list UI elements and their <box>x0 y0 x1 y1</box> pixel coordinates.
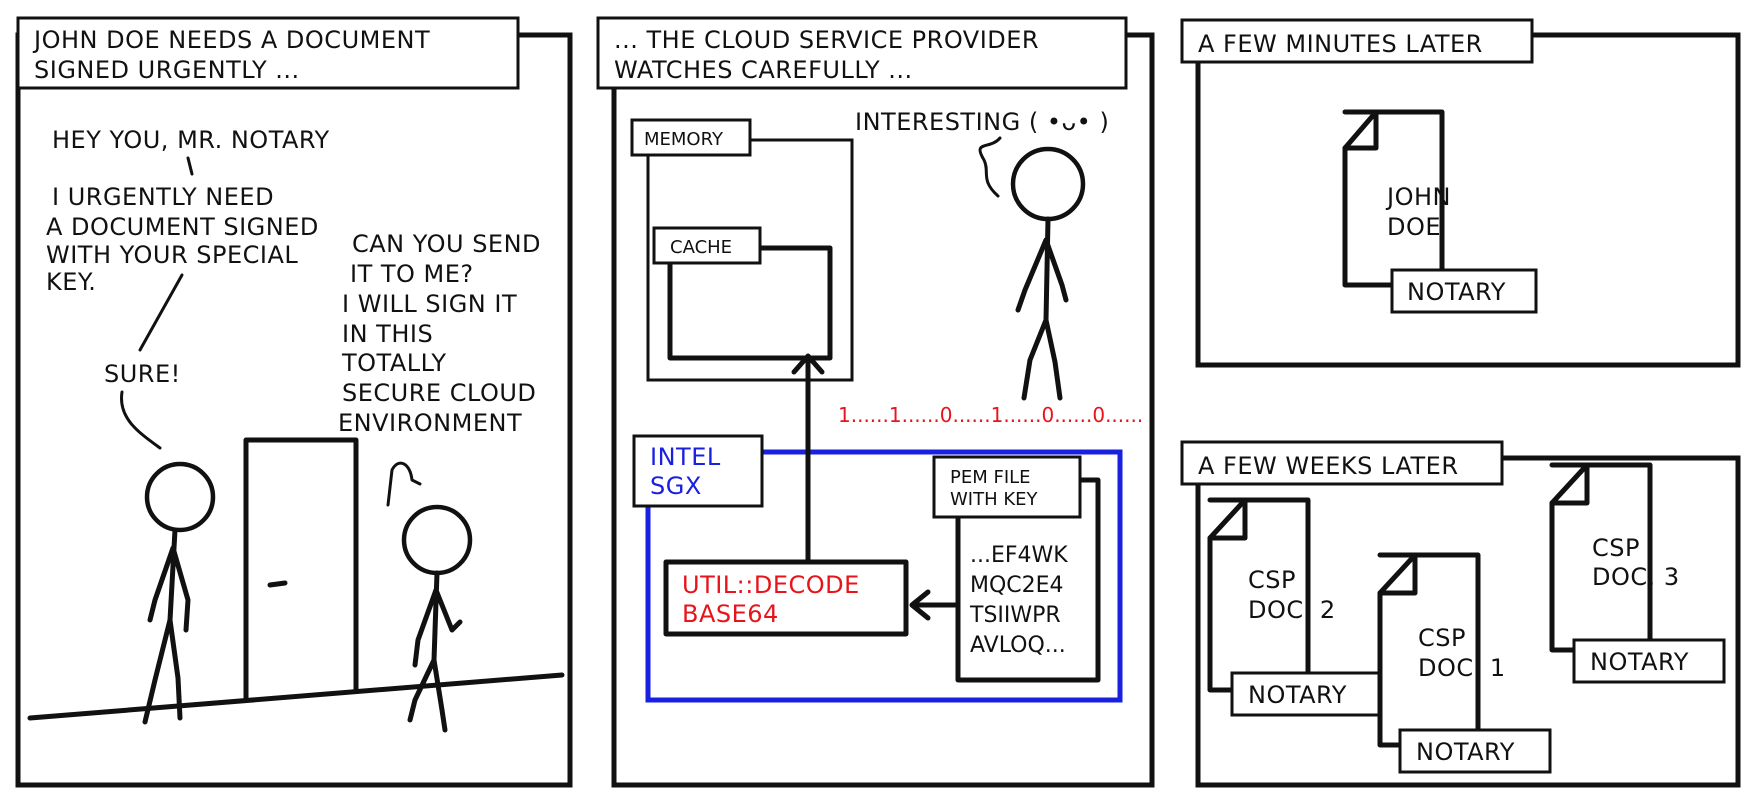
panel-3-caption-box <box>1180 18 1534 64</box>
document-text-line-2: DOC. 2 <box>1248 596 1336 624</box>
csp-head <box>1010 146 1086 222</box>
sgx-label-box <box>632 434 764 508</box>
panel-1-frame <box>15 32 573 788</box>
speech-c-line-4: IN THIS <box>342 320 433 348</box>
notary-stamp-text: NOTARY <box>1416 738 1515 766</box>
panel-1-caption-box <box>16 16 520 90</box>
notary-stamp-text: NOTARY <box>1407 278 1506 306</box>
pem-label-box <box>932 455 1082 519</box>
panel-1-caption-line-2: SIGNED URGENTLY ... <box>34 56 300 84</box>
panel-4-caption-box <box>1180 440 1504 486</box>
document-fold <box>1377 552 1418 596</box>
panel-2: ... THE CLOUD SERVICE PROVIDER WATCHES C… <box>596 16 1155 788</box>
memory-label-box <box>630 118 752 157</box>
cache-label: CACHE <box>670 237 732 258</box>
thought-text: INTERESTING ( •ᴗ• ) <box>855 108 1109 136</box>
panel-2-caption-box <box>596 16 1128 90</box>
panel-4: A FEW WEEKS LATER CSP DOC. 2 NOTARY CSP … <box>1180 440 1741 788</box>
pem-content-line-2: MQC2E4 <box>970 573 1064 598</box>
door <box>243 437 359 703</box>
speech-tail-c <box>386 461 422 507</box>
john-doe-head <box>144 461 216 533</box>
cache-box <box>667 245 833 361</box>
document-text-line-2: DOC. 3 <box>1592 563 1680 591</box>
panel-3: A FEW MINUTES LATER JOHN DOE NOTARY <box>1180 18 1741 368</box>
pem-content-line-4: AVLOQ... <box>970 633 1066 658</box>
panel-2-caption-line-1: ... THE CLOUD SERVICE PROVIDER <box>614 26 1039 54</box>
notary-stamp <box>1390 268 1538 314</box>
speech-c-line-6: SECURE CLOUD <box>342 379 536 407</box>
speech-a-line-1: HEY YOU, MR. NOTARY <box>52 126 330 154</box>
document-text-line-1: CSP <box>1248 566 1296 594</box>
document-text-line-1: JOHN <box>1385 183 1451 211</box>
panel-1-caption-line-1: JOHN DOE NEEDS A DOCUMENT <box>32 26 430 54</box>
notary-stamp <box>1230 671 1384 717</box>
pem-label-line-2: WITH KEY <box>950 489 1039 510</box>
arrow-left-to-decode <box>909 589 958 621</box>
pem-content-line-1: ...EF4WK <box>970 543 1068 568</box>
speech-tail-b <box>120 390 162 450</box>
speech-a-line-2: I URGENTLY NEED <box>52 183 274 211</box>
speech-c-line-7: ENVIRONMENT <box>338 409 522 437</box>
speech-connector <box>186 156 194 176</box>
notary-stamp <box>1398 728 1552 774</box>
notary-head <box>401 504 473 576</box>
document-fold <box>1207 497 1248 541</box>
document-csp-3: CSP DOC. 3 NOTARY <box>1549 462 1726 684</box>
sgx-label-line-2: SGX <box>650 472 702 500</box>
speech-b-text: SURE! <box>104 360 181 388</box>
notary-body <box>407 570 463 733</box>
panel-1: JOHN DOE NEEDS A DOCUMENT SIGNED URGENTL… <box>15 16 573 788</box>
floor-line <box>27 672 565 721</box>
notary-stamp <box>1572 638 1726 684</box>
document-csp-2: CSP DOC. 2 NOTARY <box>1207 497 1384 717</box>
panel-2-caption-line-2: WATCHES CAREFULLY ... <box>614 56 913 84</box>
decode-box <box>663 559 909 637</box>
speech-a-line-3: A DOCUMENT SIGNED <box>46 213 319 241</box>
speech-c-line-1: CAN YOU SEND <box>352 230 541 258</box>
notary-stamp-text: NOTARY <box>1248 681 1347 709</box>
document-csp-1: CSP DOC. 1 NOTARY <box>1377 552 1552 774</box>
speech-c-line-5: TOTALLY <box>341 349 446 377</box>
document-text-line-2: DOE <box>1387 213 1441 241</box>
memory-label: MEMORY <box>644 129 724 150</box>
document-fold <box>1549 462 1590 506</box>
arrow-up-to-cache <box>791 353 825 565</box>
panel-3-caption: A FEW MINUTES LATER <box>1198 30 1483 58</box>
pem-label-line-1: PEM FILE <box>950 467 1031 488</box>
door-handle <box>267 580 288 588</box>
sgx-label-line-1: INTEL <box>650 443 721 471</box>
speech-a-line-5: KEY. <box>46 268 96 296</box>
speech-c-line-3: I WILL SIGN IT <box>342 290 517 318</box>
decode-label-line-2: BASE64 <box>682 600 779 628</box>
speech-tail-a <box>138 273 184 352</box>
document-text-line-1: CSP <box>1592 534 1640 562</box>
speech-c-line-2: IT TO ME? <box>350 260 474 288</box>
notary-stamp-text: NOTARY <box>1590 648 1689 676</box>
document-text-line-2: DOC. 1 <box>1418 654 1506 682</box>
speech-a-line-4: WITH YOUR SPECIAL <box>46 241 298 269</box>
cache-label-box <box>652 226 762 265</box>
decode-label-line-1: UTIL::DECODE <box>682 571 860 599</box>
document-text-line-1: CSP <box>1418 624 1466 652</box>
john-doe-body <box>142 527 191 725</box>
panel-3-frame <box>1195 32 1741 368</box>
document-fold <box>1342 109 1379 151</box>
sgx-enclave <box>645 449 1123 703</box>
thought-tail <box>978 136 1002 198</box>
leaked-bits: 1......1......0......1......0......0....… <box>838 403 1143 427</box>
csp-body <box>1015 216 1069 401</box>
document-sheet <box>1207 497 1311 693</box>
panel-4-caption: A FEW WEEKS LATER <box>1198 452 1459 480</box>
pem-content-line-3: TSIIWPR <box>969 603 1061 628</box>
